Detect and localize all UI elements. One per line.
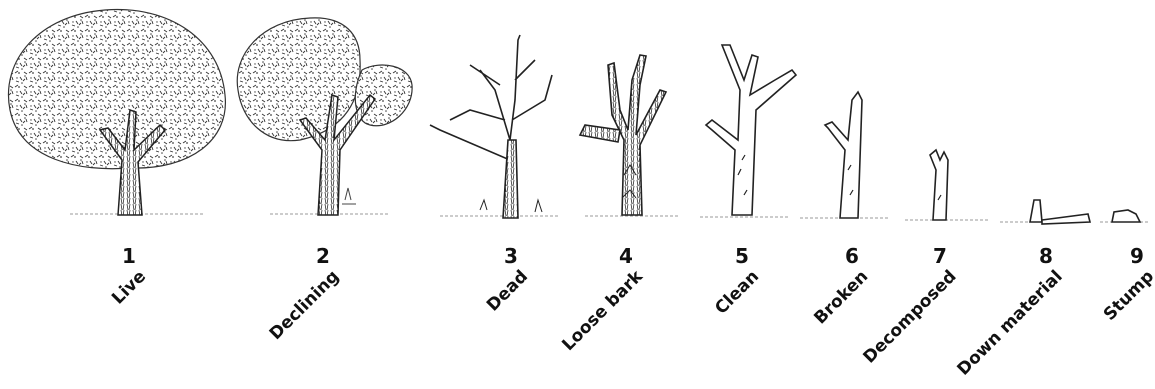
tree-illustrations [0, 0, 1155, 240]
stage-number-3: 3 [504, 246, 518, 266]
stage-label-4: Loose bark [560, 268, 646, 354]
stage-label-3: Dead [484, 268, 531, 315]
tree-declining-illustration [237, 18, 412, 215]
stage-label-8: Down material [955, 268, 1066, 379]
stage-label-9: Stump [1101, 268, 1155, 324]
stage-number-9: 9 [1130, 246, 1144, 266]
stage-number-4: 4 [619, 246, 633, 266]
stump-illustration [1112, 210, 1140, 222]
stage-number-5: 5 [735, 246, 749, 266]
stage-number-1: 1 [122, 246, 136, 266]
ground-lines [70, 214, 1150, 222]
tree-decomposed-illustration [930, 150, 948, 220]
tree-clean-illustration [706, 45, 796, 215]
stage-number-7: 7 [933, 246, 947, 266]
tree-broken-illustration [825, 92, 862, 218]
stage-number-2: 2 [316, 246, 330, 266]
tree-dead-illustration [430, 35, 552, 218]
stage-label-2: Declining [267, 268, 342, 343]
stage-label-1: Live [110, 268, 150, 308]
stage-number-8: 8 [1039, 246, 1053, 266]
down-material-illustration [1030, 200, 1090, 224]
tree-loose-bark-illustration [580, 55, 666, 215]
stage-number-6: 6 [845, 246, 859, 266]
stage-label-5: Clean [713, 268, 763, 318]
stage-label-7: Decomposed [861, 268, 960, 367]
tree-live-illustration [8, 10, 225, 215]
stage-label-6: Broken [812, 268, 872, 328]
